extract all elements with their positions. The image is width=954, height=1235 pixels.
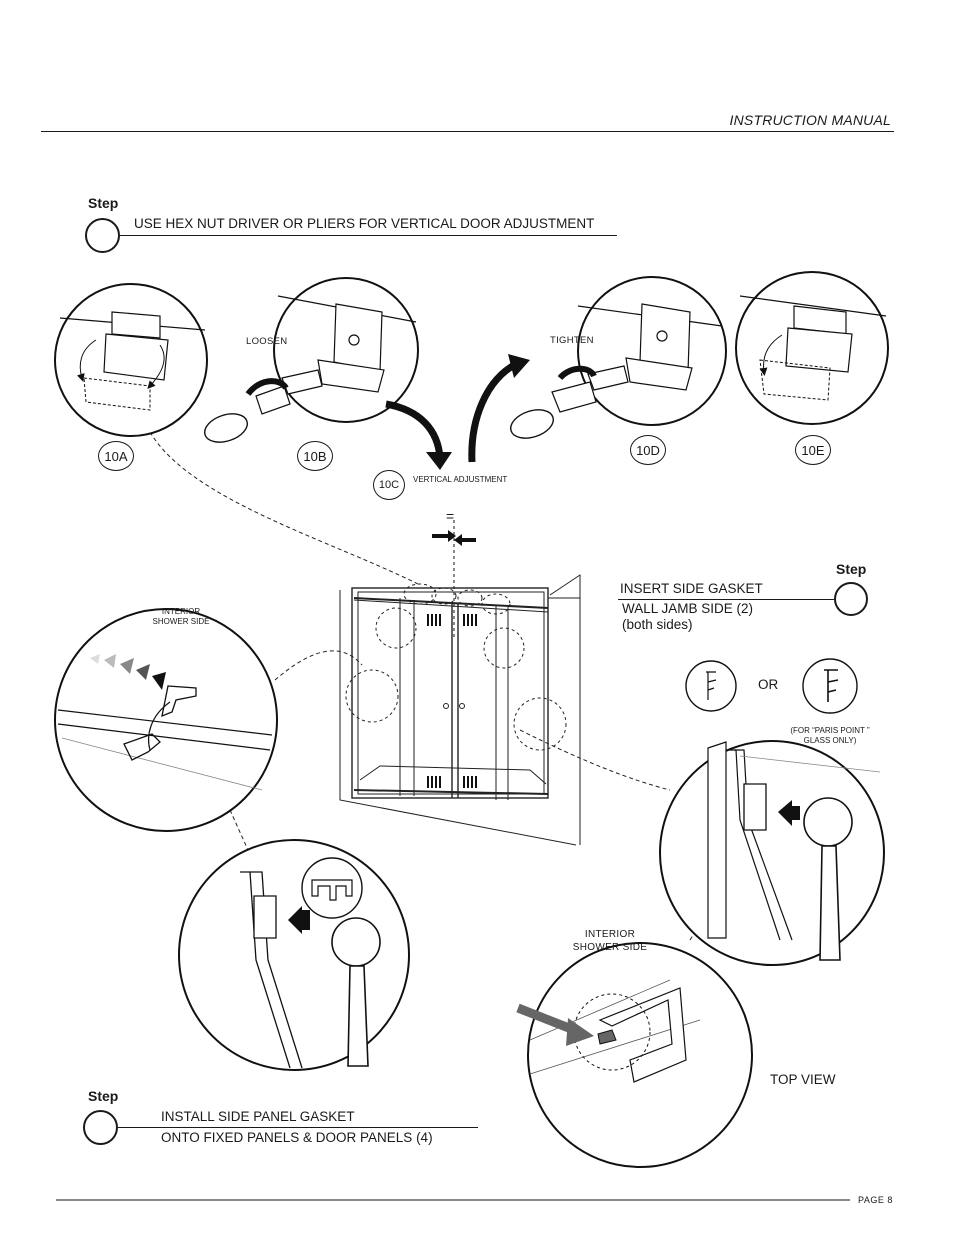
tighten-label: TIGHTEN [550,335,594,346]
manual-title: INSTRUCTION MANUAL [729,112,891,128]
detail-10a [54,283,208,437]
detail-10d [509,276,727,439]
detail-interior-left [54,608,278,832]
detail-top-view [516,942,753,1168]
tag-10b: 10B [297,441,333,471]
equal-mark: = [446,508,455,524]
header-rule [41,131,894,132]
detail-10e [735,271,889,425]
step-right-line1: WALL JAMB SIDE (2) [622,601,754,616]
step-label-right: Step [836,561,867,577]
step-number-circle-top [85,218,120,253]
detail-side-panel [178,839,410,1071]
step-label-top: Step [88,195,119,211]
step-bottom-line2: ONTO FIXED PANELS & DOOR PANELS (4) [161,1130,433,1145]
step-label-bottom: Step [88,1088,119,1104]
tag-10a: 10A [98,441,134,471]
paris-point-note: (FOR “PARIS POINT ” GLASS ONLY) [790,726,870,745]
tag-10c: 10C [373,470,405,500]
step-rule-right [618,599,834,600]
step-rule-bottom [118,1127,478,1128]
equal-gap-arrows [432,520,476,640]
step-number-circle-bottom [83,1110,118,1145]
interior-shower-side-right: INTERIOR SHOWER SIDE [572,929,648,953]
loosen-label: LOOSEN [246,336,288,347]
step-bottom-line1: INSTALL SIDE PANEL GASKET [161,1109,355,1124]
step-right-title: INSERT SIDE GASKET [620,581,763,596]
tag-10d: 10D [630,435,666,465]
step-instruction-top: USE HEX NUT DRIVER OR PLIERS FOR VERTICA… [134,216,595,231]
detail-wall-jamb [659,740,885,966]
vertical-adjustment-label: VERTICAL ADJUSTMENT [413,475,508,484]
or-label: OR [758,677,779,692]
detail-10b [203,277,419,443]
step-right-line2: (both sides) [622,617,693,632]
gasket-profiles [685,658,858,714]
step-rule-top [120,235,617,236]
tag-10e: 10E [795,435,831,465]
leader-lines [149,431,713,941]
step-number-circle-right [834,582,868,616]
shower-enclosure [339,574,581,846]
interior-shower-side-left: INTERIOR SHOWER SIDE [152,607,210,626]
page-number: PAGE 8 [858,1195,893,1205]
top-view-label: TOP VIEW [770,1072,836,1087]
